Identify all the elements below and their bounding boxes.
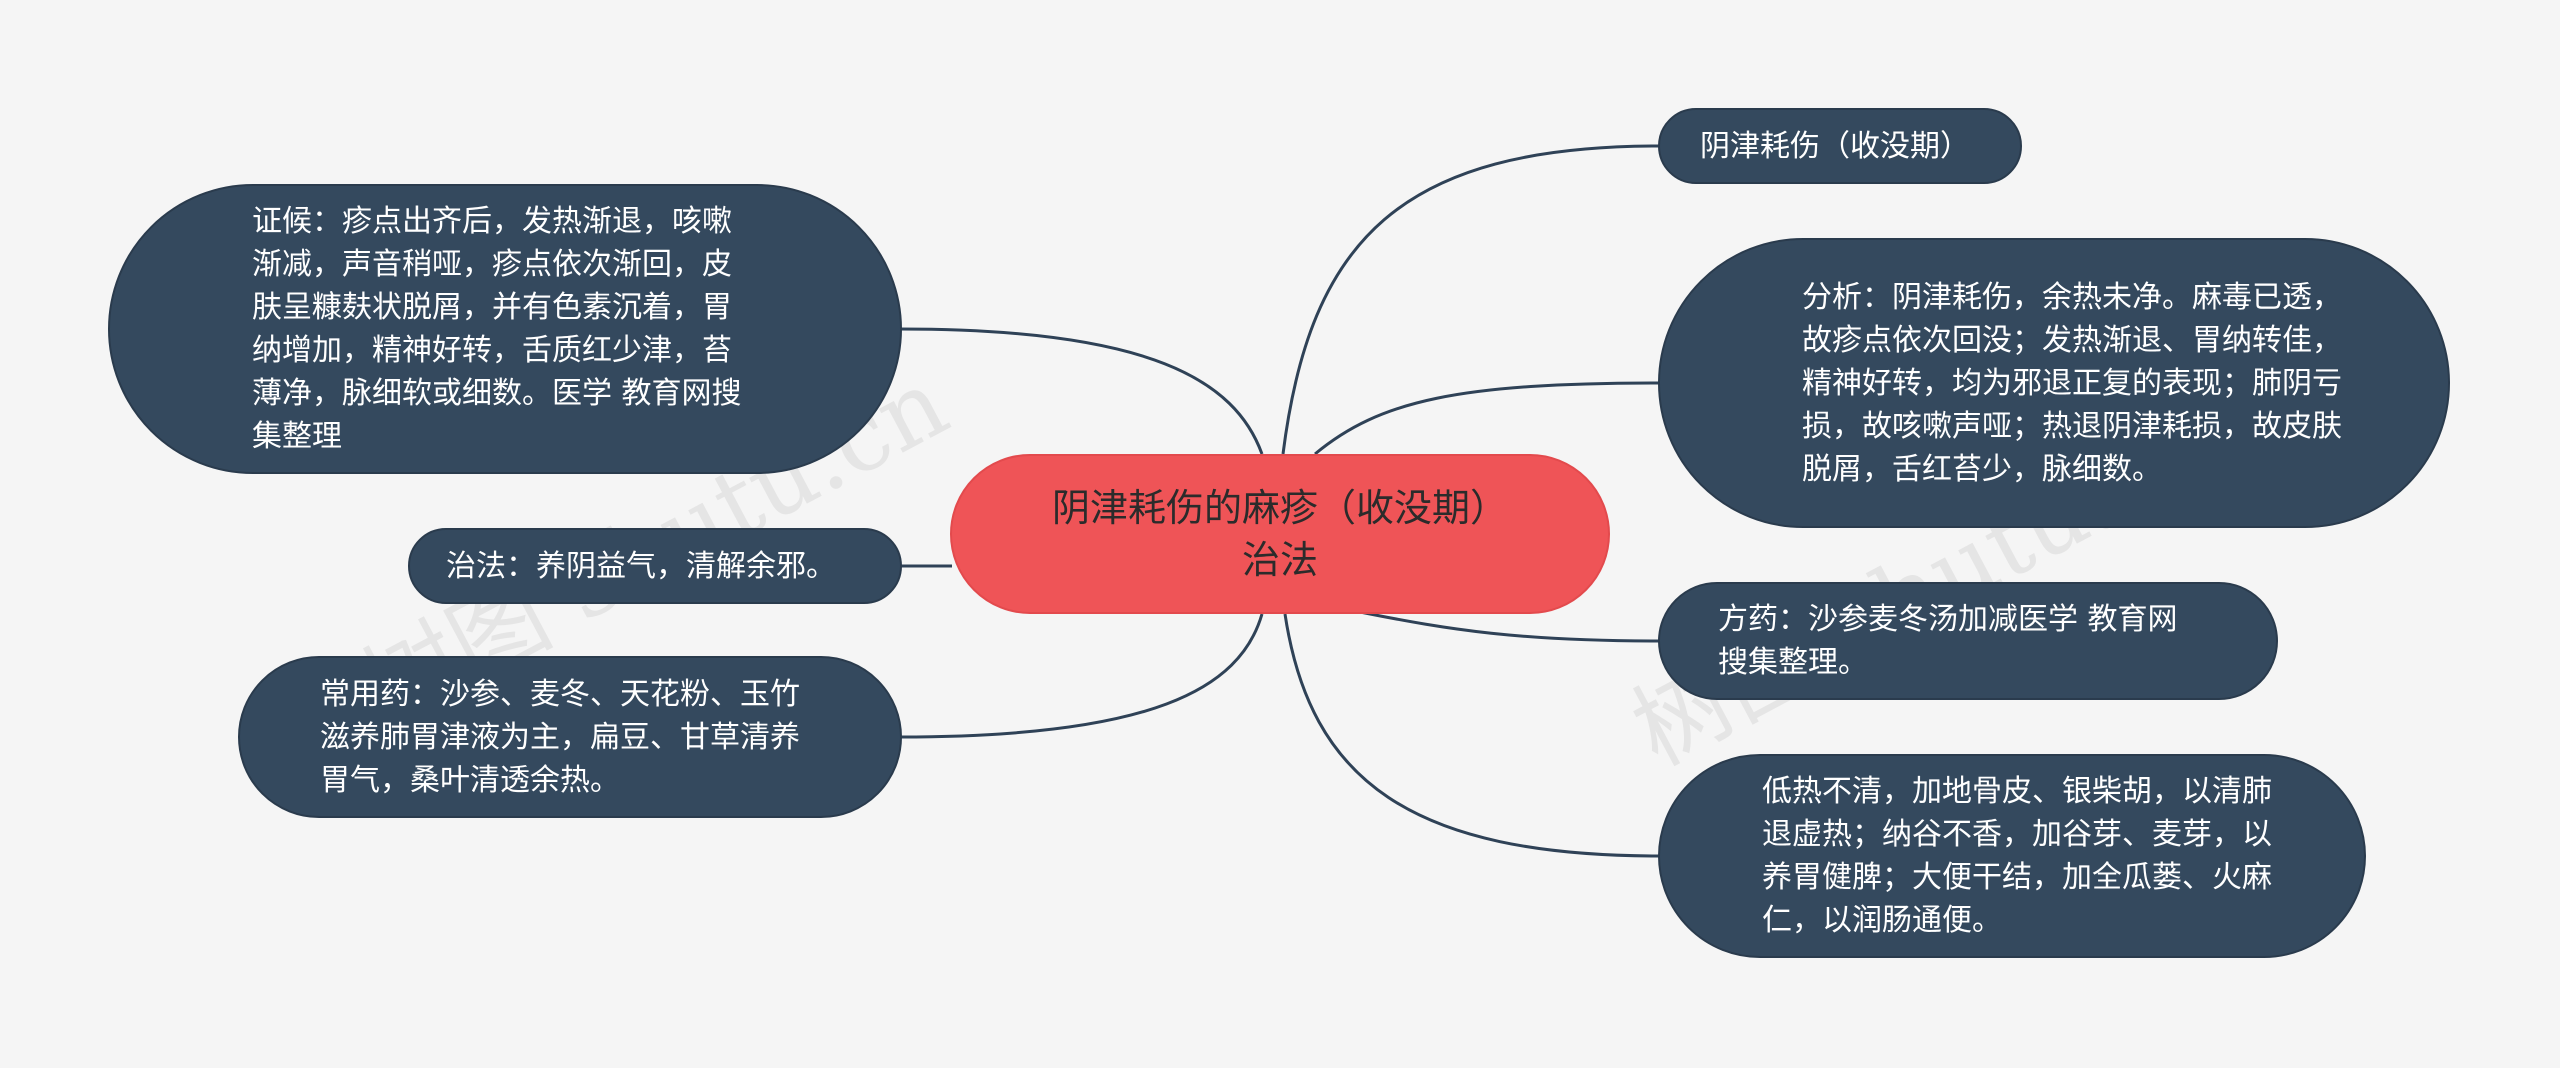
edge-to-formula: [1359, 610, 1661, 643]
edge-to-modify: [1283, 613, 1661, 858]
branch-node-modifications[interactable]: 低热不清，加地骨皮、银柴胡，以清肺退虚热；纳谷不香，加谷芽、麦芽，以养胃健脾；大…: [1658, 754, 2366, 958]
branch-node-label: 治法：养阴益气，清解余邪。: [446, 548, 836, 584]
branch-node-label: 低热不清，加地骨皮、银柴胡，以清肺退虚热；纳谷不香，加谷芽、麦芽，以养胃健脾；大…: [1762, 774, 2272, 938]
branch-node-label: 常用药：沙参、麦冬、天花粉、玉竹滋养肺胃津液为主，扁豆、甘草清养胃气，桑叶清透余…: [320, 676, 800, 798]
edge-to-herbs: [899, 613, 1264, 739]
root-node-label: 阴津耗伤的麻疹（收没期）治法: [1051, 486, 1508, 582]
branch-node-analysis[interactable]: 分析：阴津耗伤，余热未净。麻毒已透，故疹点依次回没；发热渐退、胃纳转佳，精神好转…: [1658, 238, 2450, 528]
branch-node-formula[interactable]: 方药：沙参麦冬汤加减医学 教育网搜集整理。: [1658, 582, 2278, 700]
branch-node-label: 证候：疹点出齐后，发热渐退，咳嗽渐减，声音稍哑，疹点依次渐回，皮肤呈糠麸状脱屑，…: [252, 204, 742, 454]
branch-node-symptoms[interactable]: 证候：疹点出齐后，发热渐退，咳嗽渐减，声音稍哑，疹点依次渐回，皮肤呈糠麸状脱屑，…: [108, 184, 902, 474]
edge-to-analysis: [1314, 381, 1661, 456]
branch-node-label: 分析：阴津耗伤，余热未净。麻毒已透，故疹点依次回没；发热渐退、胃纳转佳，精神好转…: [1802, 279, 2342, 487]
branch-node-treatment-method[interactable]: 治法：养阴益气，清解余邪。: [408, 528, 902, 604]
branch-node-label: 阴津耗伤（收没期）: [1700, 128, 1970, 164]
root-node[interactable]: 阴津耗伤的麻疹（收没期）治法: [950, 454, 1610, 614]
branch-node-stage-title[interactable]: 阴津耗伤（收没期）: [1658, 108, 2022, 184]
edge-to-symptom: [899, 327, 1264, 455]
branch-node-common-herbs[interactable]: 常用药：沙参、麦冬、天花粉、玉竹滋养肺胃津液为主，扁豆、甘草清养胃气，桑叶清透余…: [238, 656, 902, 818]
edge-to-title: [1281, 144, 1661, 455]
branch-node-label: 方药：沙参麦冬汤加减医学 教育网搜集整理。: [1718, 602, 2178, 680]
